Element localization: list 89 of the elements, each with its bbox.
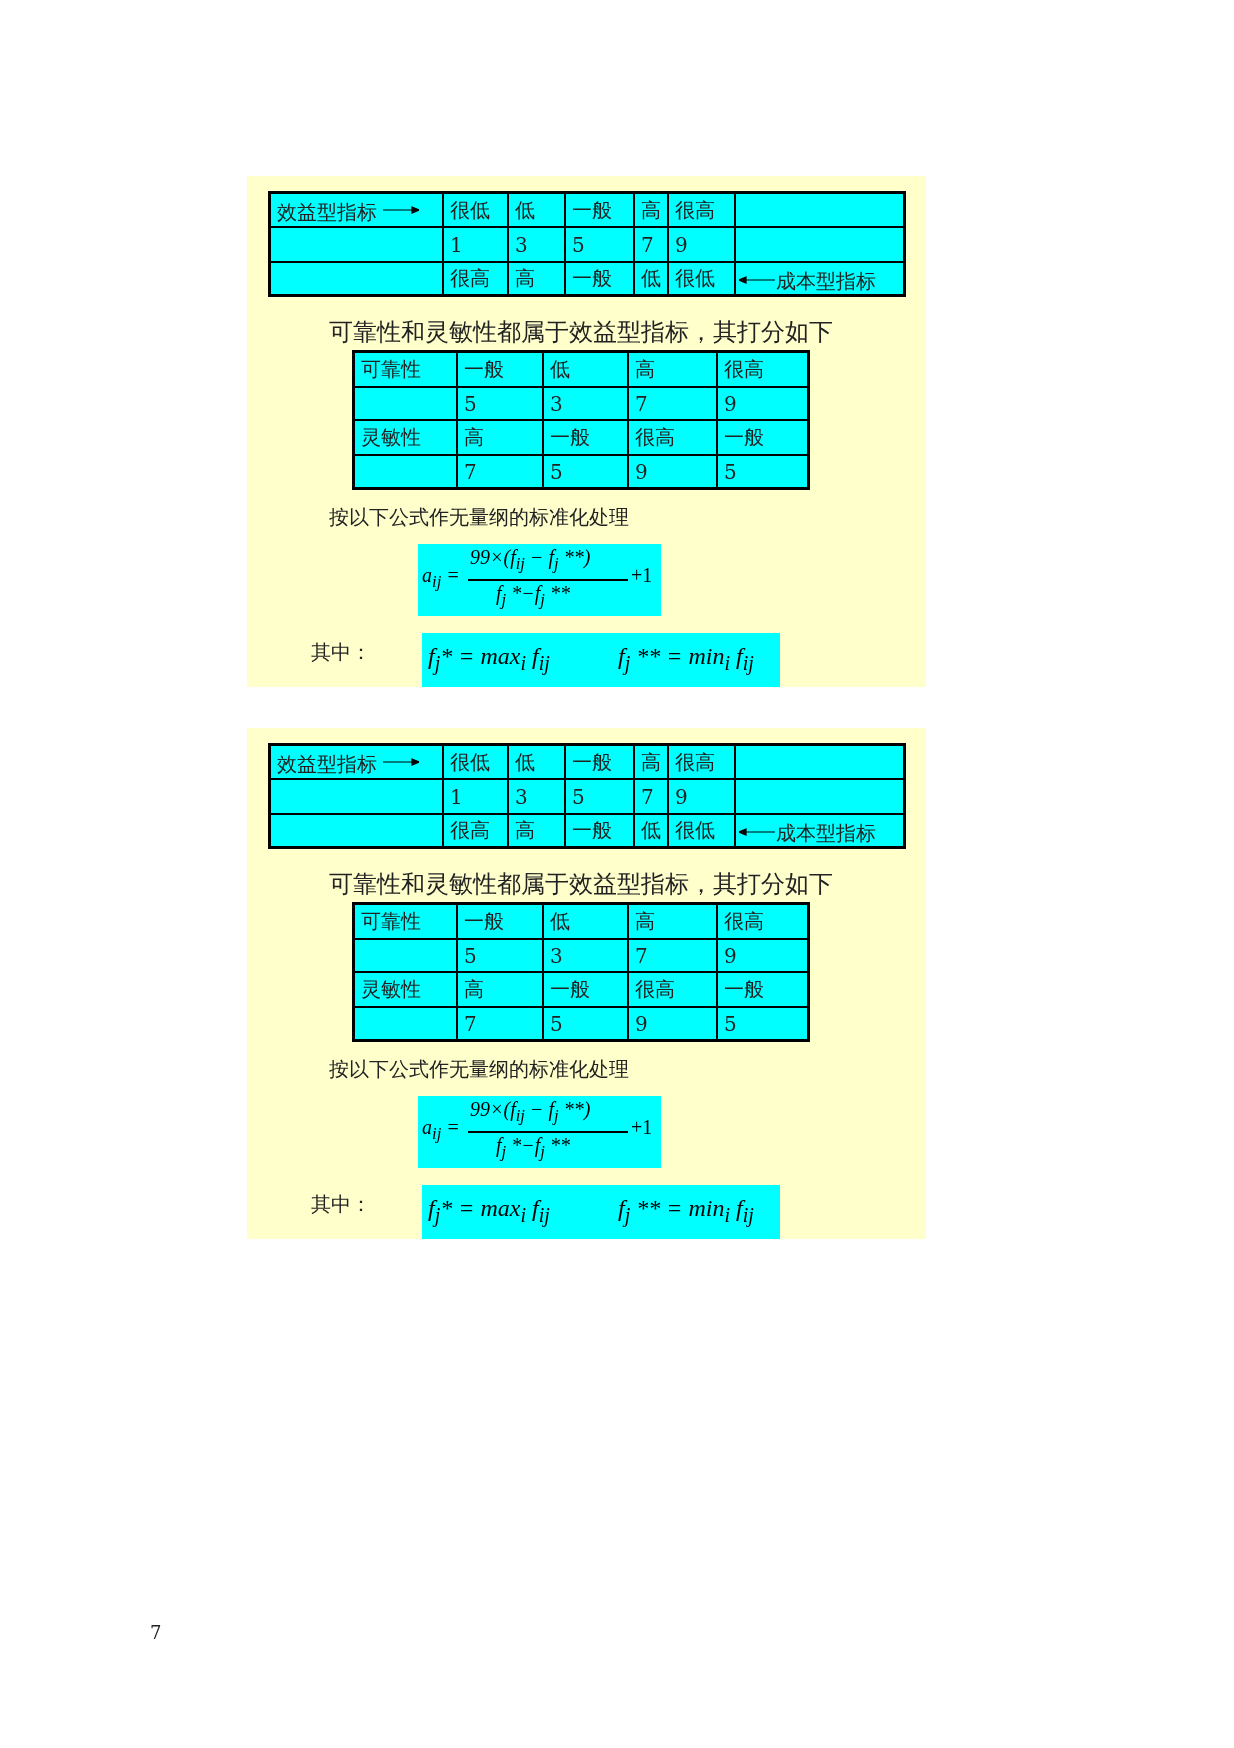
formula-text: 99×(f$_{ij}$ − f$_{j}$ **)	[470, 1098, 591, 1126]
table-cell: 5	[457, 387, 543, 420]
table-cell: 很低	[443, 193, 508, 227]
table-cell: 1	[443, 779, 508, 814]
table-cell: 3	[508, 227, 565, 262]
table-cell: 高	[457, 420, 543, 455]
indicator-label: 成本型指标	[776, 268, 876, 295]
table-cell: 9	[668, 227, 735, 262]
table-cell: 5	[565, 779, 634, 814]
formula-text: f$_{j}$ *−f$_{j}$ **	[496, 1134, 570, 1162]
table-cell: 一般	[565, 193, 634, 227]
indicator-label: 成本型指标	[776, 820, 876, 847]
table-cell: 很高	[443, 262, 508, 295]
table-cell: 高	[508, 262, 565, 295]
table-cell: 高	[634, 745, 668, 779]
table-cell: 很高	[668, 193, 735, 227]
formula-text: f$_{j}$ ** = min$_{i}$ f$_{ij}$	[618, 643, 754, 675]
table-cell: 很高	[628, 972, 717, 1007]
table-cell: 7	[628, 939, 717, 972]
table-cell: 1	[443, 227, 508, 262]
table-cell: 一般	[717, 420, 808, 455]
table-cell: 5	[543, 455, 628, 488]
formula-text: f$_{j}$ *−f$_{j}$ **	[496, 582, 570, 610]
table-cell: 低	[634, 262, 668, 295]
table-cell: 9	[717, 387, 808, 420]
table-cell: 高	[634, 193, 668, 227]
table-cell: 高	[628, 904, 717, 939]
table-cell: 一般	[543, 972, 628, 1007]
table-cell: 很高	[628, 420, 717, 455]
formula-text: f$_{j}$* = max$_{i}$ f$_{ij}$	[428, 1195, 550, 1227]
formula-text: +1	[631, 564, 653, 587]
table-cell: 一般	[565, 745, 634, 779]
table-cell: 一般	[565, 262, 634, 295]
heading-text: 可靠性和灵敏性都属于效益型指标，其打分如下	[329, 317, 833, 348]
formula-text: a$_{ij}$ =	[422, 1116, 460, 1144]
table-cell: 3	[508, 779, 565, 814]
table-cell: 一般	[543, 420, 628, 455]
formula-text: a$_{ij}$ =	[422, 564, 460, 592]
table-cell: 7	[634, 779, 668, 814]
indicator-label: 效益型指标	[277, 199, 377, 226]
table-cell: 低	[543, 904, 628, 939]
note-text: 其中：	[311, 639, 371, 666]
indicator-label: 效益型指标	[277, 751, 377, 778]
table-cell: 5	[717, 455, 808, 488]
table-cell: 可靠性	[354, 904, 457, 939]
formula-text: f$_{j}$* = max$_{i}$ f$_{ij}$	[428, 643, 550, 675]
table-cell: 很高	[717, 904, 808, 939]
table-cell: 5	[565, 227, 634, 262]
table-cell: 灵敏性	[354, 420, 457, 455]
table-cell: 3	[543, 387, 628, 420]
table-cell: 低	[543, 352, 628, 387]
heading-text: 可靠性和灵敏性都属于效益型指标，其打分如下	[329, 869, 833, 900]
table-cell: 9	[628, 455, 717, 488]
table-cell: 9	[717, 939, 808, 972]
table-cell: 高	[457, 972, 543, 1007]
table-cell: 7	[457, 1007, 543, 1040]
note-text: 其中：	[311, 1191, 371, 1218]
table-cell: 一般	[457, 352, 543, 387]
table-cell: 一般	[565, 814, 634, 847]
table-cell: 很高	[717, 352, 808, 387]
table-cell: 7	[457, 455, 543, 488]
table-cell: 低	[508, 745, 565, 779]
table-cell: 5	[717, 1007, 808, 1040]
note-text: 按以下公式作无量纲的标准化处理	[329, 1056, 629, 1083]
table-cell: 很低	[443, 745, 508, 779]
table-cell: 一般	[717, 972, 808, 1007]
formula-text: f$_{j}$ ** = min$_{i}$ f$_{ij}$	[618, 1195, 754, 1227]
formula-text: +1	[631, 1116, 653, 1139]
table-cell: 很高	[443, 814, 508, 847]
table-cell: 很低	[668, 262, 735, 295]
table-cell: 低	[508, 193, 565, 227]
table-cell: 高	[628, 352, 717, 387]
table-cell: 7	[628, 387, 717, 420]
note-text: 按以下公式作无量纲的标准化处理	[329, 504, 629, 531]
table-cell: 低	[634, 814, 668, 847]
table-cell: 5	[543, 1007, 628, 1040]
table-cell: 3	[543, 939, 628, 972]
table-cell: 很高	[668, 745, 735, 779]
table-cell: 5	[457, 939, 543, 972]
table-cell: 可靠性	[354, 352, 457, 387]
page-number: 7	[150, 1622, 162, 1643]
table-cell: 7	[634, 227, 668, 262]
table-cell: 9	[668, 779, 735, 814]
table-cell: 很低	[668, 814, 735, 847]
table-cell: 高	[508, 814, 565, 847]
table-cell: 灵敏性	[354, 972, 457, 1007]
formula-text: 99×(f$_{ij}$ − f$_{j}$ **)	[470, 546, 591, 574]
table-cell: 9	[628, 1007, 717, 1040]
table-cell: 一般	[457, 904, 543, 939]
